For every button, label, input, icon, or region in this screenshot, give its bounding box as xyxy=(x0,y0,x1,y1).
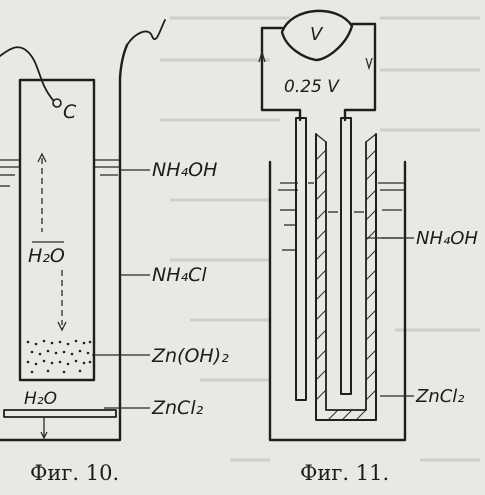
fig10-wire-right xyxy=(126,19,166,46)
background-text-lines xyxy=(160,16,480,462)
fig10-zinc-plate xyxy=(3,409,117,418)
fig10-salt-label: ZnCl₂ xyxy=(151,397,204,419)
fig11-liquid-label: NH₄OH xyxy=(416,228,478,249)
fig10-precipitate xyxy=(26,339,92,374)
fig11-circuit xyxy=(260,26,302,122)
fig10-leaders xyxy=(92,169,150,409)
fig10-terminal xyxy=(52,98,62,108)
fig11-caption: Фиг. 11. xyxy=(300,461,389,485)
fig11-voltage-label: 0.25 V xyxy=(284,77,340,97)
fig11-cup-hatching xyxy=(315,149,377,421)
fig10-water-arrows xyxy=(37,152,67,332)
fig11-vessel xyxy=(268,160,407,442)
fig11-meter-label: V xyxy=(310,24,324,45)
fig11-carbon-rod xyxy=(295,117,307,401)
fig11-inner-rod xyxy=(340,117,352,395)
fig11-voltmeter xyxy=(280,9,354,62)
fig10-electrode-label: C xyxy=(63,101,77,123)
fig10-wire-left xyxy=(0,46,54,101)
fig11-arrowhead-up xyxy=(258,49,266,63)
fig10-vessel xyxy=(0,76,122,442)
fig11-arrowhead-down xyxy=(365,57,373,71)
figure-10: C NH₄OH H₂O NH₄Cl Zn(OH)₂ H₂O ZnCl₂ Фиг.… xyxy=(0,19,229,485)
fig10-liquid-surface xyxy=(0,159,120,187)
fig10-vessel-rim xyxy=(118,43,129,80)
fig10-caption: Фиг. 10. xyxy=(30,461,119,485)
figure-11: V 0.25 V xyxy=(258,9,478,485)
fig10-water-label: H₂O xyxy=(28,245,65,267)
fig10-upper-liquid-label: NH₄OH xyxy=(152,159,217,181)
fig11-circuit-right xyxy=(343,22,377,122)
fig10-bottom-water-label: H₂O xyxy=(24,389,57,409)
fig11-salt-label: ZnCl₂ xyxy=(415,386,465,407)
fig11-zinc-cup xyxy=(315,133,377,421)
fig10-lower-liquid-label: NH₄Cl xyxy=(152,264,207,286)
fig10-bottom-arrowhead xyxy=(40,431,48,440)
fig10-precipitate-label: Zn(OH)₂ xyxy=(151,345,229,367)
fig10-carbon-electrode xyxy=(18,78,96,382)
